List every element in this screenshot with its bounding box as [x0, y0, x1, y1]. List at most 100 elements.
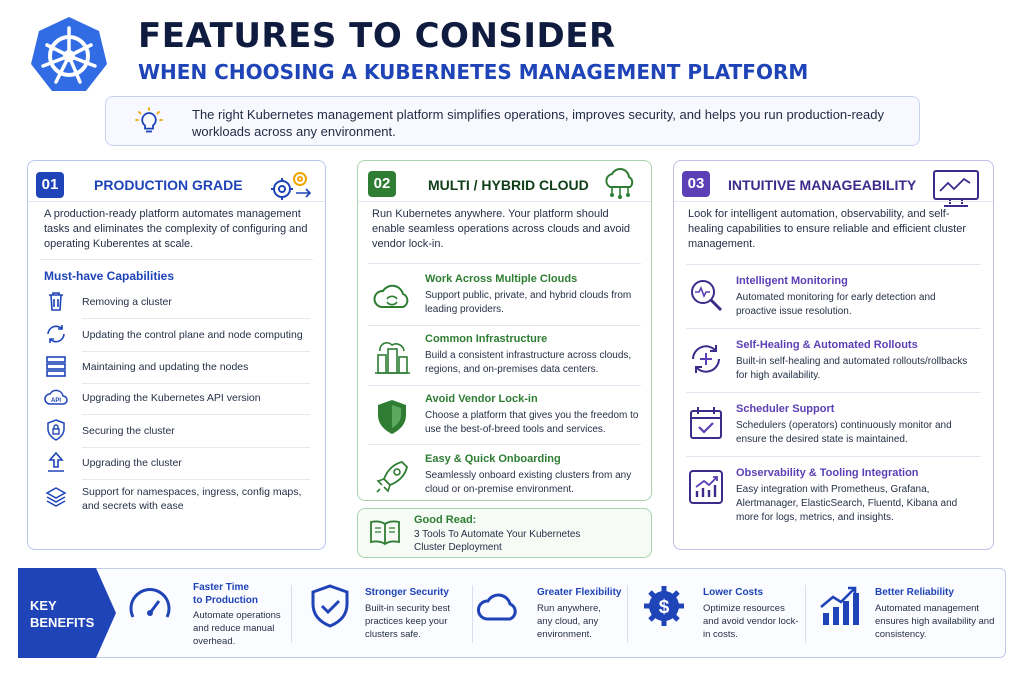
benefit-item: $ Lower Costs Optimize resources and avo… — [641, 577, 811, 651]
monitor-chart-icon — [933, 170, 979, 207]
speedometer-icon — [129, 588, 171, 618]
card-title: INTUITIVE MANAGEABILITY — [728, 177, 917, 193]
benefit-desc: Automate operations and reduce manual ov… — [193, 610, 281, 647]
feature-item: Observability & Tooling Integration Easy… — [686, 465, 986, 527]
list-item: Maintaining and updating the nodes — [42, 352, 310, 384]
feature-item: Intelligent Monitoring Automated monitor… — [686, 273, 986, 335]
benefit-title: Greater Flexibility — [537, 587, 622, 598]
growth-chart-icon — [689, 470, 723, 504]
cloud-icon — [477, 593, 517, 621]
card-multi-hybrid-cloud: 02 MULTI / HYBRID CLOUD Run Kubernetes a… — [357, 160, 652, 501]
shield-icon — [378, 400, 406, 434]
heal-cycle-icon — [692, 345, 720, 373]
card-title: MULTI / HYBRID CLOUD — [428, 177, 589, 193]
feature-title: Self-Healing & Automated Rollouts — [736, 339, 918, 351]
good-read-heading: Good Read: — [414, 514, 477, 526]
list-item: Securing the cluster — [42, 416, 310, 448]
calendar-check-icon — [690, 407, 722, 439]
benefit-desc: Run anywhere, any cloud, any environment… — [537, 603, 601, 640]
list-item: Support for namespaces, ingress, config … — [42, 483, 310, 515]
card-number: 01 — [36, 172, 64, 198]
api-icon: API — [44, 389, 68, 405]
intro-banner: The right Kubernetes management platform… — [105, 96, 920, 146]
cloud-sync-icon — [373, 284, 409, 308]
feature-item: Easy & Quick Onboarding Seamlessly onboa… — [370, 451, 640, 509]
svg-text:$: $ — [659, 597, 670, 618]
trash-icon — [49, 292, 63, 311]
card-number: 02 — [368, 171, 396, 197]
feature-desc: Schedulers (operators) continuously moni… — [736, 420, 952, 445]
benefit-item: Faster Time to Production Automate opera… — [127, 577, 297, 651]
benefit-title: Faster Time — [193, 582, 249, 593]
key-benefits-label-bg — [18, 568, 116, 658]
feature-item: Self-Healing & Automated Rollouts Built-… — [686, 337, 986, 399]
card-number: 03 — [682, 171, 710, 197]
feature-desc: Seamlessly onboard existing clusters fro… — [425, 470, 632, 495]
lock-shield-icon — [47, 419, 65, 441]
capability-label: Upgrading the Kubernetes API version — [82, 392, 261, 404]
magnifier-pulse-icon — [691, 280, 723, 312]
benefit-title: Better Reliability — [875, 587, 954, 598]
buildings-cloud-icon — [375, 341, 410, 374]
bar-chart-up-icon — [820, 586, 859, 625]
server-icon — [46, 356, 66, 377]
card-production-grade: 01 PRODUCTION GRADE A production-ready p… — [27, 160, 326, 550]
kubernetes-helm-wheel-icon — [31, 17, 107, 91]
capability-label: Support for namespaces, ingress, config … — [82, 486, 302, 512]
feature-title: Observability & Tooling Integration — [736, 467, 919, 479]
benefit-desc: Automated management ensures high availa… — [875, 603, 995, 640]
list-item: Removing a cluster — [42, 287, 310, 319]
feature-title: Easy & Quick Onboarding — [425, 453, 561, 465]
capability-label: Upgrading the cluster — [82, 457, 182, 469]
lightbulb-icon — [135, 107, 163, 133]
benefit-desc: Built-in security best practices keep yo… — [365, 603, 451, 640]
benefit-item: Stronger Security Built-in security best… — [307, 577, 477, 651]
card-intuitive-manageability: 03 INTUITIVE MANAGEABILITY Look for inte… — [673, 160, 994, 550]
page-subtitle: WHEN CHOOSING A KUBERNETES MANAGEMENT PL… — [138, 60, 809, 84]
feature-title: Avoid Vendor Lock-in — [425, 393, 538, 405]
feature-title: Common Infrastructure — [425, 333, 548, 345]
benefit-item: Better Reliability Automated management … — [817, 577, 1002, 651]
card-description: Look for intelligent automation, observa… — [688, 208, 967, 250]
feature-desc: Support public, private, and hybrid clou… — [425, 290, 632, 315]
cloud-network-icon — [605, 168, 634, 199]
good-read-link[interactable]: 3 Tools To Automate Your Kubernetes Clus… — [414, 529, 581, 553]
feature-desc: Choose a platform that gives you the fre… — [425, 410, 639, 435]
card-title: PRODUCTION GRADE — [94, 177, 243, 193]
shield-check-icon — [311, 584, 349, 628]
benefit-item: Greater Flexibility Run anywhere, any cl… — [475, 577, 645, 651]
capabilities-heading: Must-have Capabilities — [44, 269, 175, 283]
feature-title: Intelligent Monitoring — [736, 275, 848, 287]
good-read-box[interactable]: Good Read: 3 Tools To Automate Your Kube… — [357, 508, 652, 558]
open-book-icon — [370, 520, 400, 546]
gears-icon — [271, 172, 312, 200]
key-benefits-bar: KEY BENEFITS Faster Time to Production A… — [18, 568, 1006, 658]
refresh-icon — [47, 325, 65, 343]
page-title: FEATURES TO CONSIDER — [138, 16, 616, 56]
capability-label: Removing a cluster — [82, 296, 172, 308]
benefit-desc: Optimize resources and avoid vendor lock… — [703, 603, 799, 640]
intro-text: The right Kubernetes management platform… — [192, 107, 884, 139]
capability-label: Maintaining and updating the nodes — [82, 361, 249, 373]
benefit-title-line2: to Production — [193, 595, 258, 606]
layers-icon — [45, 487, 67, 507]
list-item: API Upgrading the Kubernetes API version — [42, 383, 310, 415]
svg-text:API: API — [51, 398, 61, 404]
feature-item: Work Across Multiple Clouds Support publ… — [370, 271, 640, 329]
benefit-title: Stronger Security — [365, 587, 449, 598]
card-description: Run Kubernetes anywhere. Your platform s… — [372, 208, 631, 250]
feature-item: Common Infrastructure Build a consistent… — [370, 331, 640, 389]
rocket-icon — [376, 461, 408, 493]
upload-arrow-icon — [48, 451, 64, 472]
feature-desc: Automated monitoring for early detection… — [736, 292, 936, 317]
benefit-title: Lower Costs — [703, 587, 764, 598]
feature-desc: Built-in self-healing and automated roll… — [736, 356, 968, 381]
list-item: Upgrading the cluster — [42, 448, 310, 480]
feature-desc: Build a consistent infrastructure across… — [425, 350, 632, 375]
feature-title: Scheduler Support — [736, 403, 835, 415]
feature-item: Avoid Vendor Lock-in Choose a platform t… — [370, 391, 640, 449]
capability-label: Securing the cluster — [82, 425, 175, 437]
capability-label: Updating the control plane and node comp… — [82, 329, 303, 341]
card-description: A production-ready platform automates ma… — [44, 208, 308, 250]
feature-title: Work Across Multiple Clouds — [425, 273, 578, 285]
